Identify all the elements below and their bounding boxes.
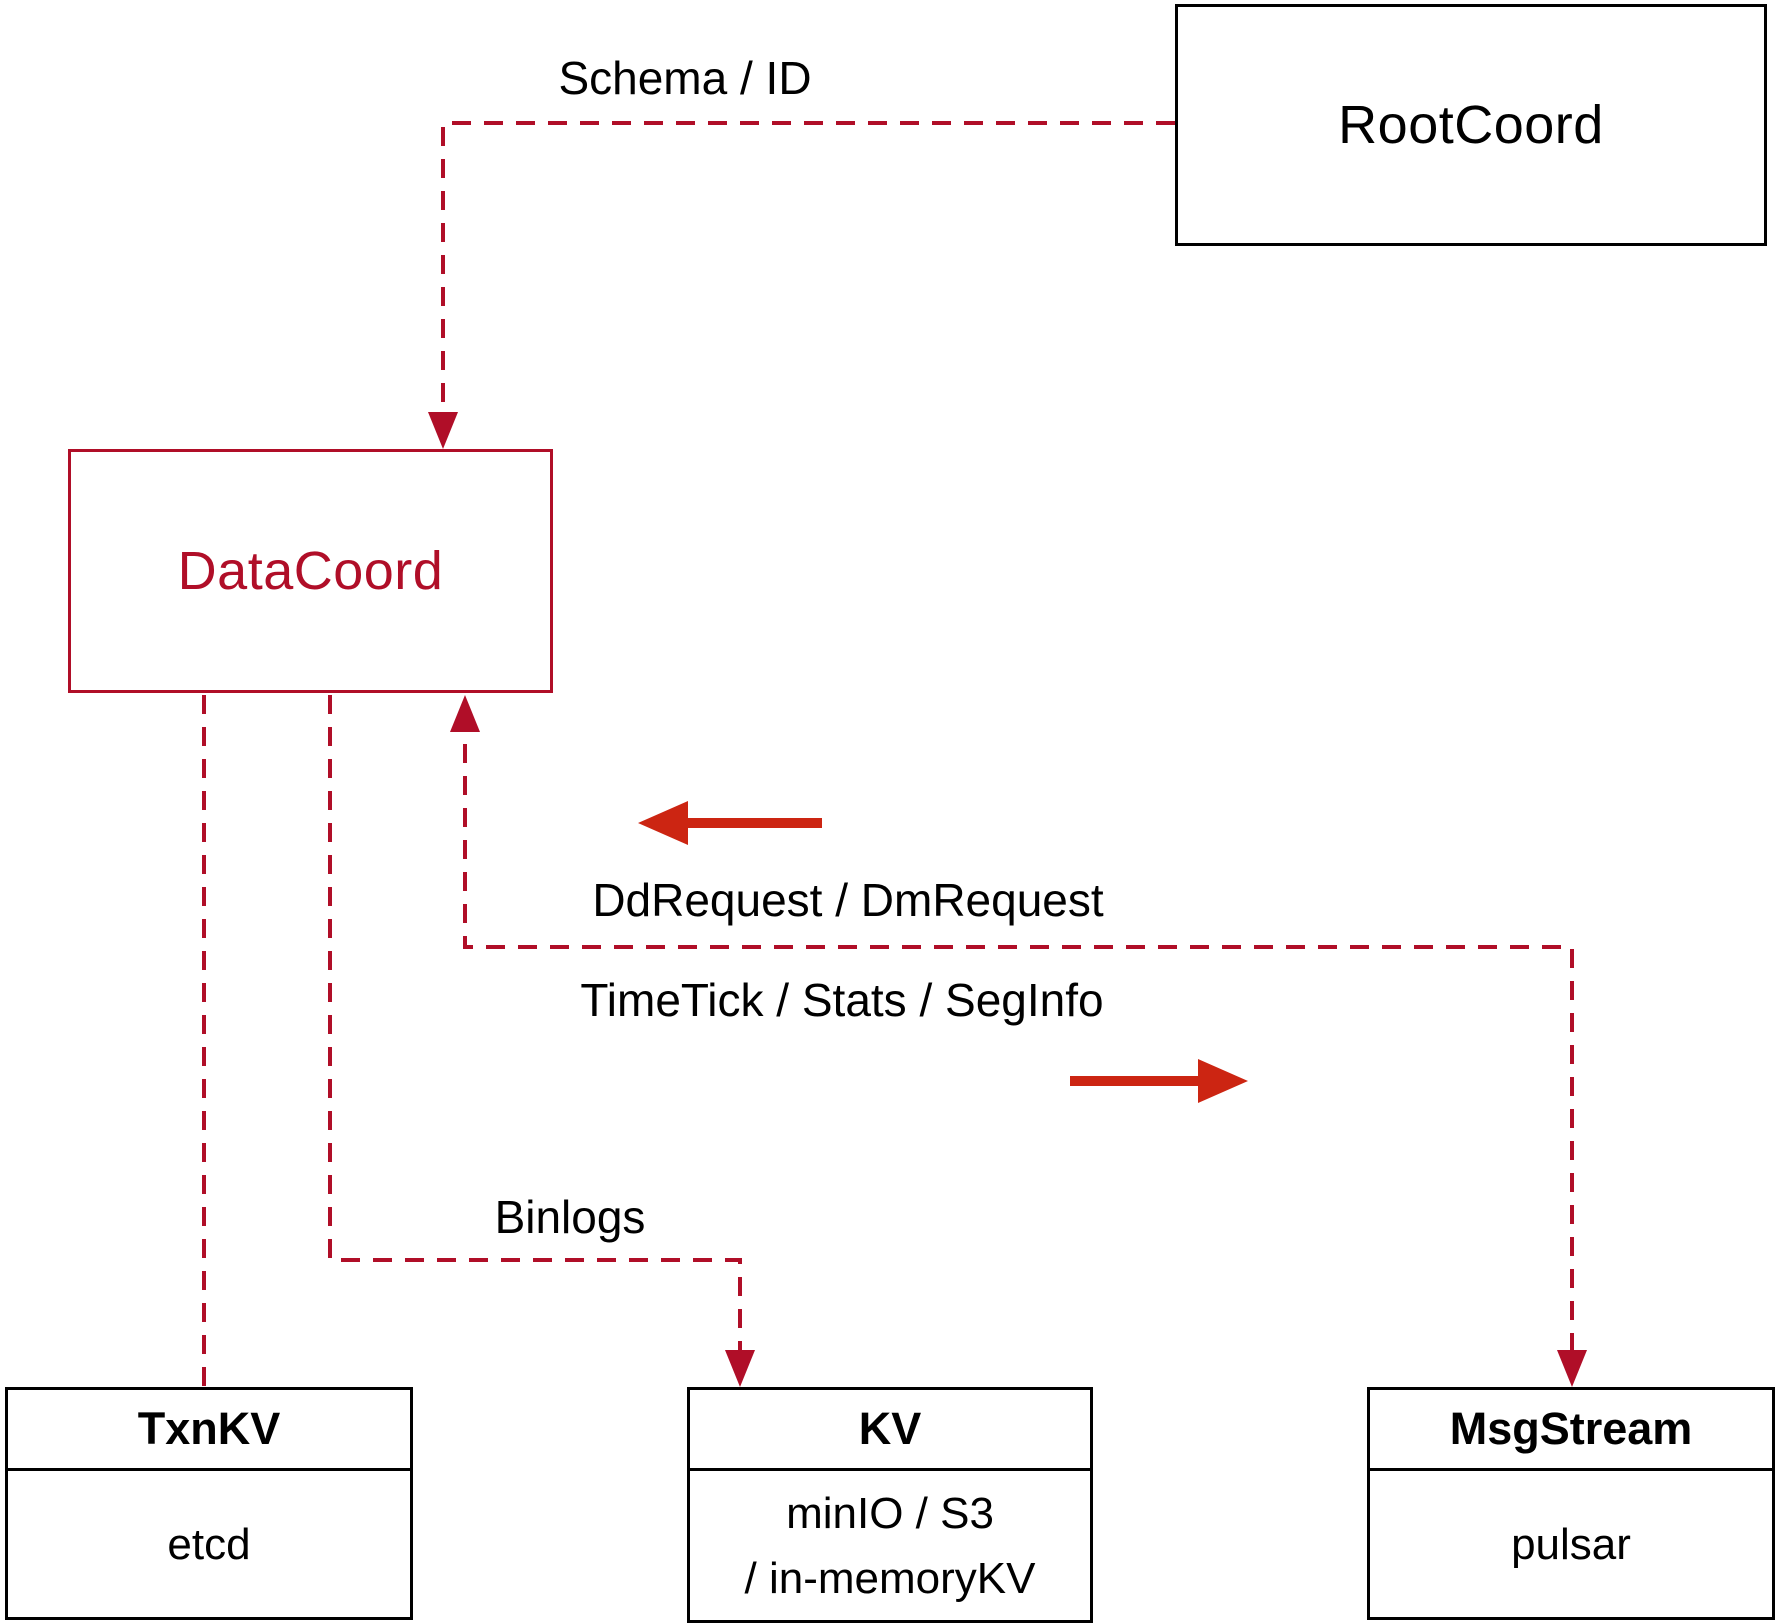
msgstream-body-label: pulsar bbox=[1511, 1519, 1631, 1569]
arrowhead-up-datacoord-bottom-icon bbox=[450, 695, 480, 732]
node-kv: KV minIO / S3 / in-memoryKV bbox=[687, 1387, 1093, 1623]
msgstream-title: MsgStream bbox=[1370, 1390, 1772, 1471]
kv-body-line-1: minIO / S3 bbox=[786, 1488, 994, 1538]
node-datacoord: DataCoord bbox=[68, 449, 553, 693]
kv-title: KV bbox=[690, 1390, 1090, 1471]
node-rootcoord: RootCoord bbox=[1175, 4, 1767, 246]
node-msgstream: MsgStream pulsar bbox=[1367, 1387, 1775, 1620]
edge-label-timetick-stats-seginfo: TimeTick / Stats / SegInfo bbox=[580, 974, 1104, 1026]
kv-body-line-2: / in-memoryKV bbox=[744, 1553, 1036, 1603]
arrowhead-down-msgstream-top-icon bbox=[1557, 1350, 1587, 1387]
node-txnkv: TxnKV etcd bbox=[5, 1387, 413, 1620]
edge-label-ddrequest-dmrequest: DdRequest / DmRequest bbox=[592, 874, 1104, 926]
edge-datacoord-kv-binlogs bbox=[328, 695, 742, 1370]
edge-rootcoord-datacoord bbox=[441, 121, 1175, 433]
arrowhead-down-datacoord-top-icon bbox=[428, 412, 458, 449]
edge-label-schema-id: Schema / ID bbox=[558, 52, 812, 104]
txnkv-title: TxnKV bbox=[8, 1390, 410, 1471]
arrowhead-down-kv-top-icon bbox=[725, 1350, 755, 1387]
txnkv-body-label: etcd bbox=[167, 1519, 251, 1569]
rootcoord-label: RootCoord bbox=[1338, 95, 1604, 155]
datacoord-label: DataCoord bbox=[177, 541, 444, 601]
edge-datacoord-msgstream bbox=[463, 712, 1574, 1370]
flow-arrow-right-icon bbox=[1070, 1059, 1248, 1103]
flow-arrow-left-icon bbox=[638, 801, 822, 845]
edge-label-binlogs: Binlogs bbox=[494, 1191, 646, 1243]
